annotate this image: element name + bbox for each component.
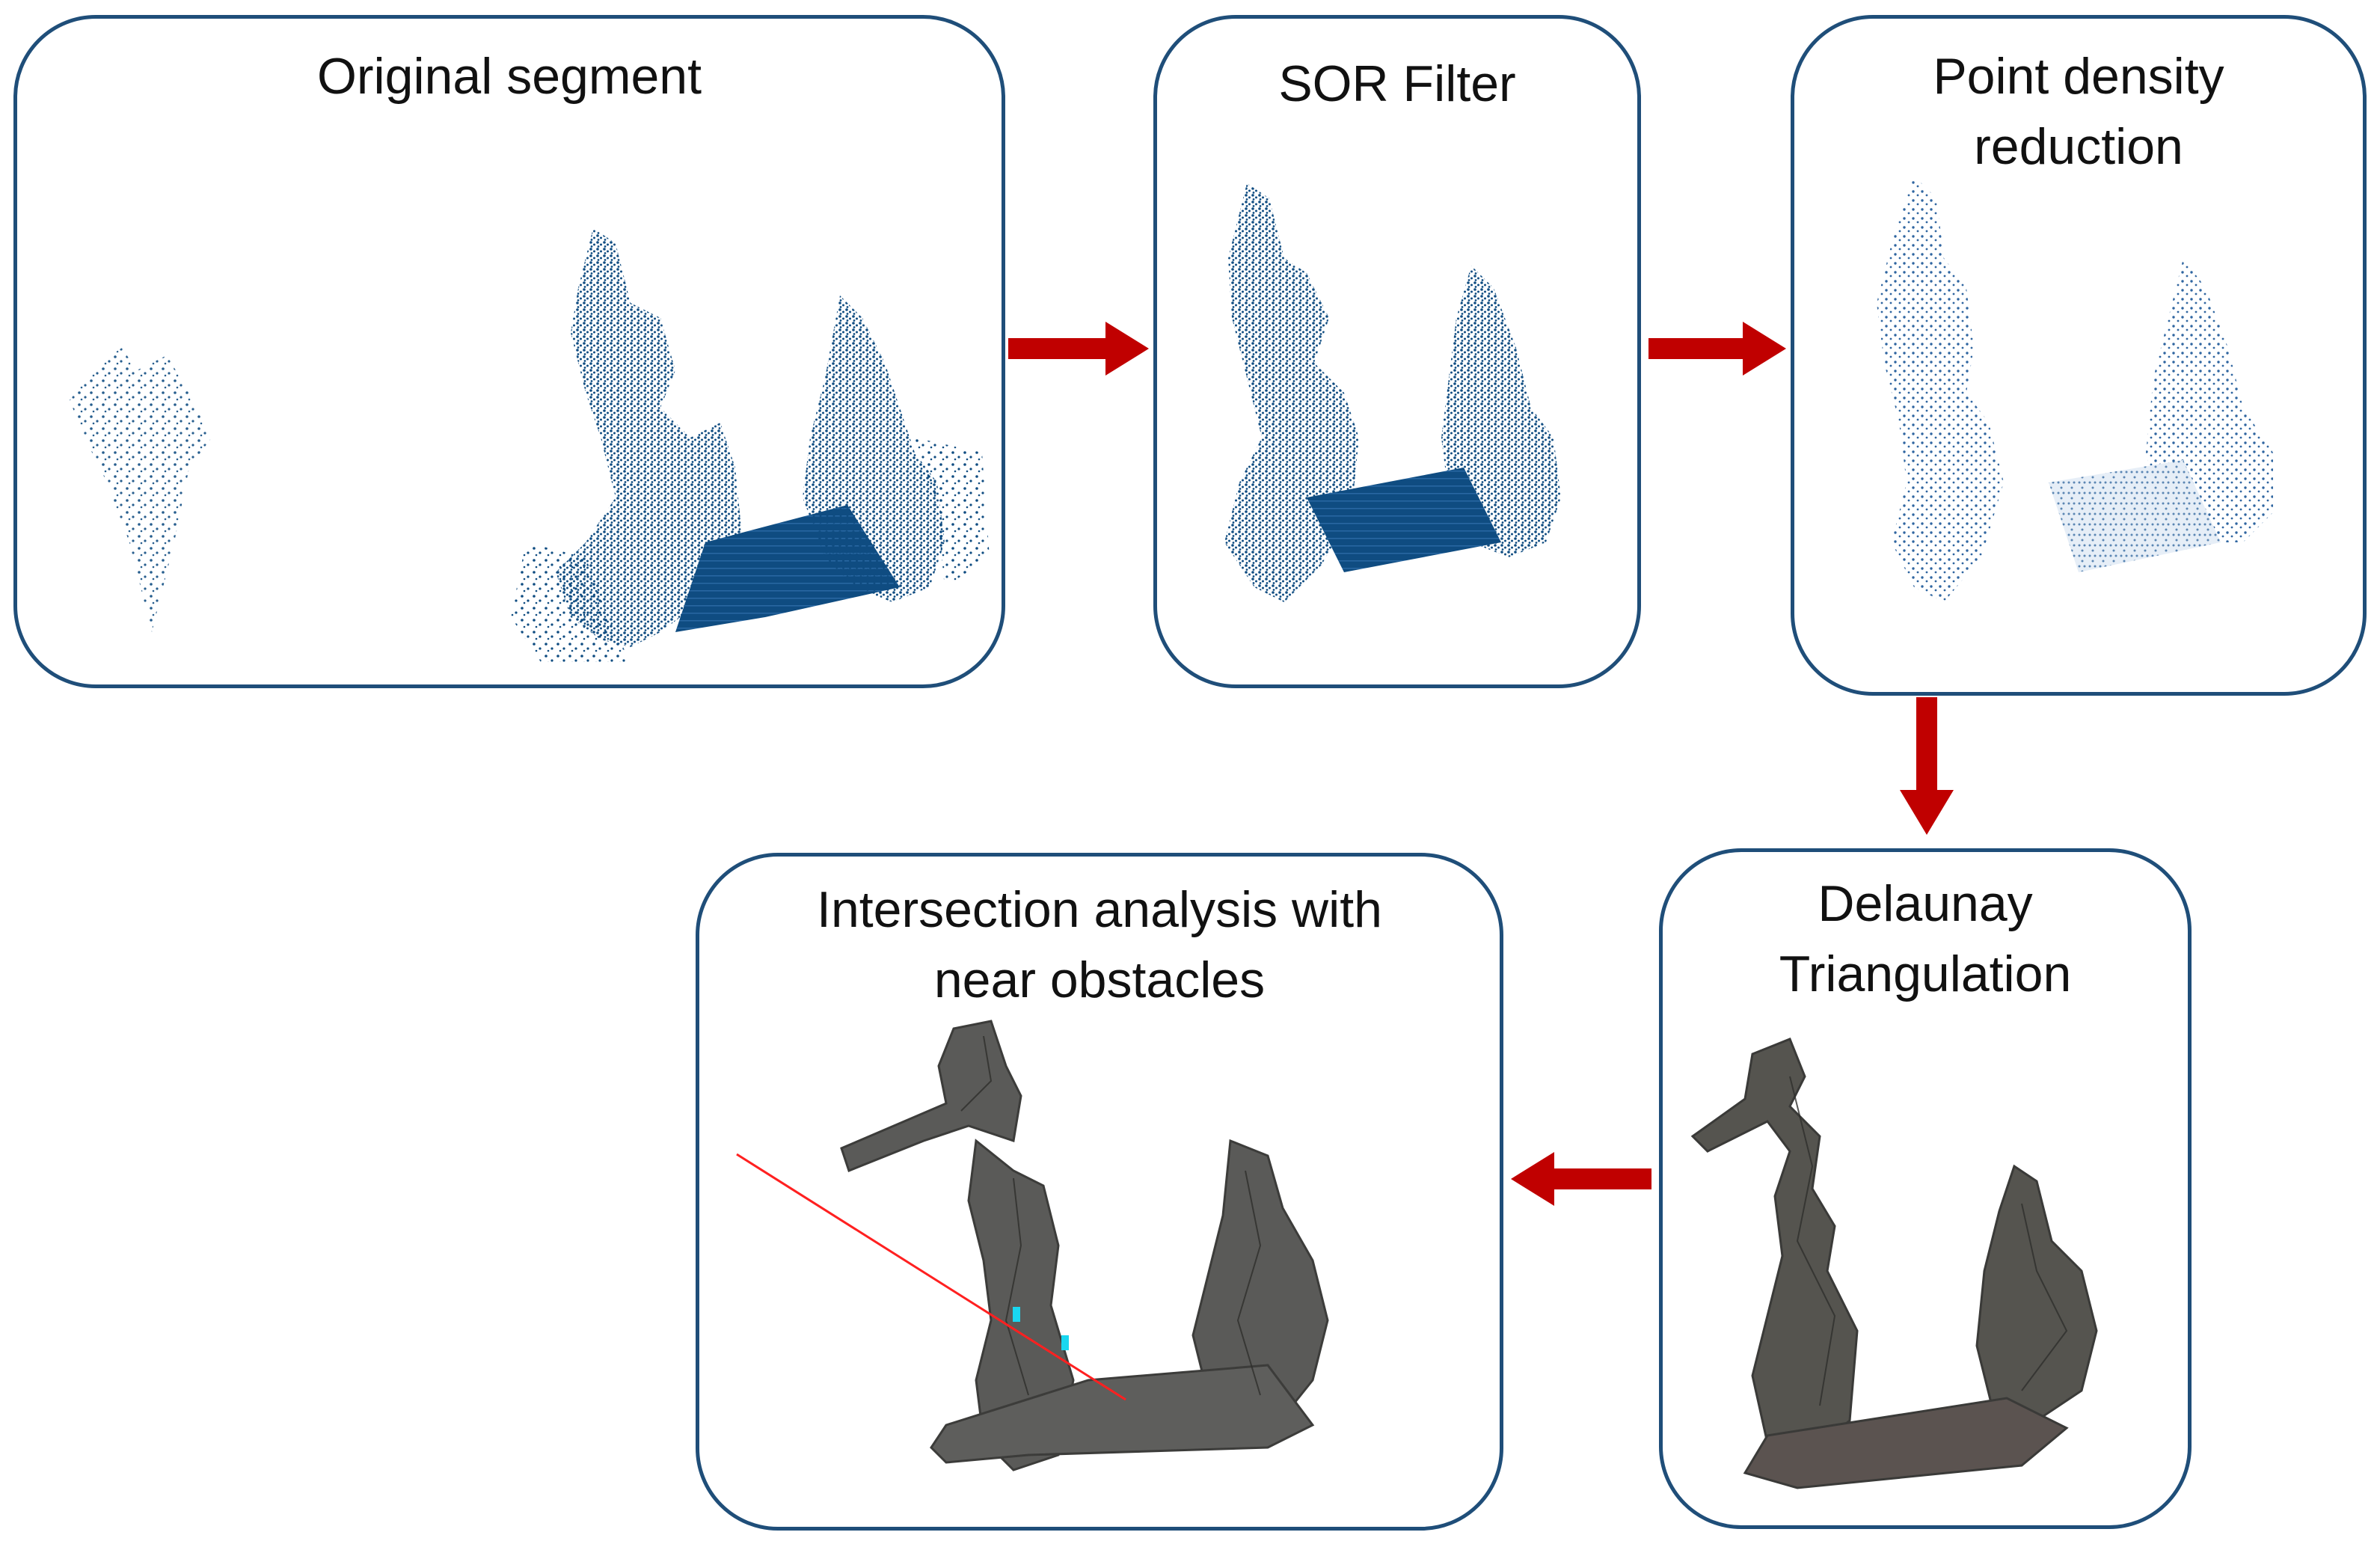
panel-title-density: Point density reduction	[1933, 48, 2224, 175]
delaunay-mesh-facets	[1789, 1076, 2068, 1406]
delaunay-mesh	[1690, 1038, 2098, 1489]
panel-intersection: Intersection analysis with near obstacle…	[696, 853, 1503, 1531]
point-cloud-sor	[1224, 183, 1561, 602]
panel-title-original: Original segment	[316, 48, 702, 105]
intersection-marker	[1061, 1335, 1069, 1350]
panel-title-sor: SOR Filter	[1278, 55, 1516, 112]
panel-title-intersection: Intersection analysis with near obstacle…	[817, 881, 1382, 1008]
panel-original-segment: Original segment	[13, 15, 1005, 688]
road-reduced	[2049, 460, 2221, 572]
arrow-density-to-delaunay	[1900, 697, 1954, 835]
panel-sor-filter: SOR Filter	[1153, 15, 1641, 688]
sparse-tree-left	[70, 348, 212, 632]
arrow-original-to-sor	[1008, 322, 1149, 376]
road-sor	[1307, 468, 1501, 572]
arrow-sor-to-density	[1648, 322, 1786, 376]
arrow-delaunay-to-intersection	[1511, 1152, 1651, 1206]
intersection-mesh	[840, 1020, 1329, 1471]
mesh-delaunay	[1690, 1038, 2098, 1489]
ray-line	[736, 1153, 1126, 1401]
panel-density-reduction: Point density reduction	[1791, 15, 2367, 696]
mesh-intersection	[736, 1020, 1329, 1471]
tree-cluster-right	[803, 295, 945, 602]
reduced-tree-left	[1877, 176, 2004, 602]
scatter-left	[511, 542, 631, 662]
panel-title-delaunay: Delaunay Triangulation	[1779, 875, 2072, 1002]
intersection-marker	[1013, 1307, 1020, 1322]
panel-delaunay: Delaunay Triangulation	[1659, 848, 2192, 1529]
point-cloud-reduced	[1877, 176, 2273, 602]
point-cloud-original	[70, 228, 990, 662]
tree-cluster-left	[556, 228, 743, 647]
